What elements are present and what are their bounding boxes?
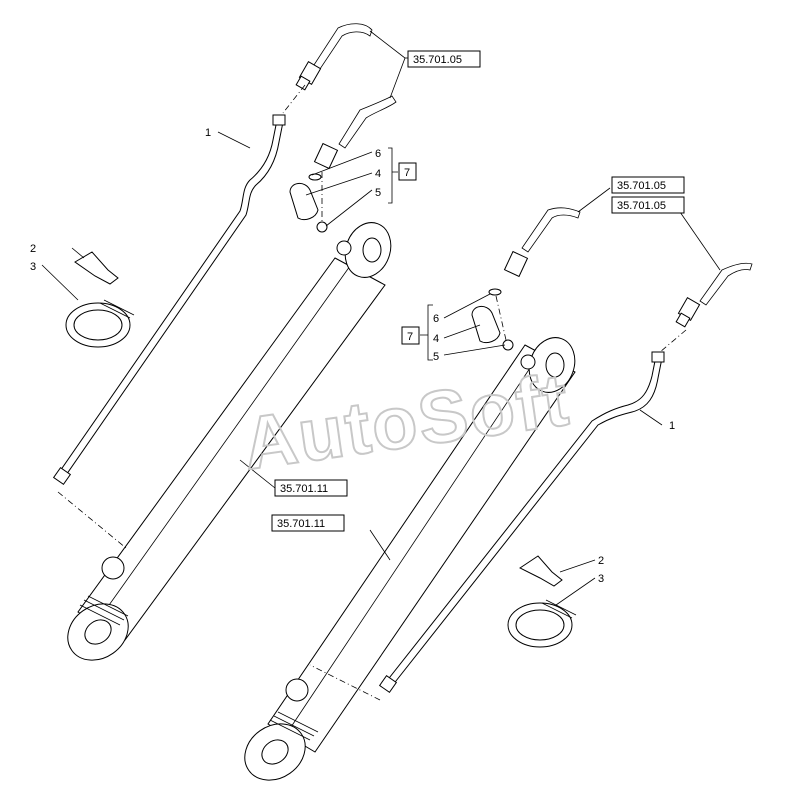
right-clip [519, 555, 563, 587]
ref-right-cylinder: 35.701.11 [277, 518, 325, 530]
left-steel-pipe [52, 114, 286, 486]
left-clamp [65, 299, 135, 348]
left-hose-lower [313, 95, 397, 170]
left-hose-upper [295, 23, 373, 91]
ref-box-right-hose-2[interactable] [611, 196, 685, 214]
right-alignment-line-1 [309, 664, 381, 701]
ref-right-hose-2: 35.701.05 [617, 200, 666, 212]
left-alignment-line-2 [282, 84, 306, 114]
right-alignment-line-3 [495, 295, 507, 341]
right-fitting-group [471, 288, 514, 351]
right-hose-upper-left [503, 207, 581, 278]
right-clamp [507, 599, 577, 648]
ref-box-right-cylinder[interactable] [271, 514, 345, 532]
left-cylinder [67, 222, 392, 661]
left-fitting-group [289, 173, 328, 233]
ref-left-cylinder: 35.701.11 [280, 483, 328, 495]
left-alignment-line-1 [57, 491, 127, 549]
callout-left-kit: 7 [404, 167, 410, 179]
right-steel-pipe [378, 351, 665, 694]
callout-right-clamp: 3 [598, 573, 604, 585]
callout-right-ring: 6 [433, 313, 439, 325]
callout-left-pipe: 1 [205, 127, 211, 139]
kit-box-right[interactable] [401, 326, 420, 345]
right-alignment-line-2 [659, 329, 687, 353]
callout-left-oring: 5 [375, 187, 381, 199]
left-clip [74, 251, 119, 285]
ref-box-left-hose[interactable] [407, 50, 481, 68]
right-cylinder [244, 337, 576, 781]
callout-right-oring: 5 [433, 351, 439, 363]
left-assembly [41, 23, 408, 661]
callout-right-kit: 7 [407, 331, 413, 343]
kit-box-left[interactable] [398, 162, 417, 181]
callout-left-fitting: 4 [375, 168, 381, 180]
right-hose-upper-right [675, 262, 753, 328]
ref-left-hose: 35.701.05 [413, 54, 462, 66]
callout-left-clip: 2 [30, 243, 36, 255]
callout-left-ring: 6 [375, 148, 381, 160]
ref-box-right-hose-1[interactable] [611, 176, 685, 194]
callout-left-clamp: 3 [30, 261, 36, 273]
ref-box-left-cylinder[interactable] [274, 479, 348, 497]
callout-right-pipe: 1 [669, 420, 675, 432]
callout-right-clip: 2 [598, 555, 604, 567]
right-assembly [244, 187, 753, 781]
callout-right-fitting: 4 [433, 333, 439, 345]
ref-right-hose-1: 35.701.05 [617, 180, 666, 192]
